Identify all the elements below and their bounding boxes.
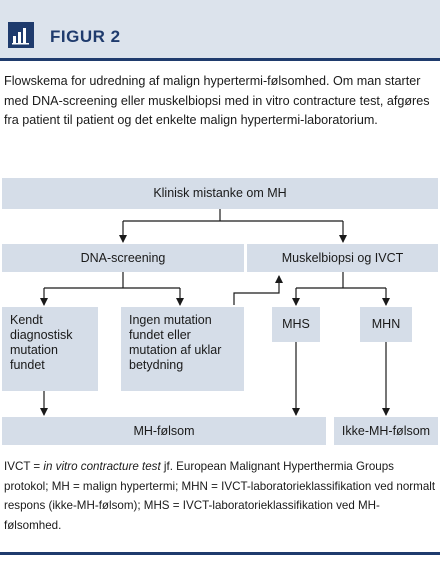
footnote-ivct-term: in vitro contracture test xyxy=(43,460,161,473)
figure-footnote: IVCT = in vitro contracture test jf. Eur… xyxy=(4,457,436,535)
figure-icon-box xyxy=(8,22,34,48)
node-no-mutation: Ingen mutation fundet eller mutation af … xyxy=(121,307,244,391)
node-mhs: MHS xyxy=(272,307,320,342)
node-not-susceptible: Ikke-MH-følsom xyxy=(334,417,438,445)
node-no-mutation-line: betydning xyxy=(129,358,184,372)
node-dna-screening-label: DNA-screening xyxy=(80,250,166,265)
arrow-unknown-to-biopsy xyxy=(233,275,283,305)
node-no-mutation-line: fundet eller xyxy=(129,328,191,342)
node-clinical-suspicion: Klinisk mistanke om MH xyxy=(2,178,438,209)
node-mhs-label: MHS xyxy=(282,317,310,331)
node-no-mutation-line: mutation af uklar xyxy=(129,343,222,357)
node-not-susceptible-label: Ikke-MH-følsom xyxy=(341,423,431,438)
node-mh-susceptible-label: MH-følsom xyxy=(133,423,195,438)
figure-caption: Flowskema for udredning af malign hypert… xyxy=(4,74,430,127)
node-known-mutation-line: Kendt xyxy=(10,313,43,327)
node-muscle-biopsy: Muskelbiopsi og IVCT xyxy=(247,244,438,272)
node-no-mutation-line: Ingen mutation xyxy=(129,313,212,327)
footnote-ivct-abbr: IVCT = xyxy=(4,460,44,473)
figure-label: FIGUR 2 xyxy=(50,27,121,46)
node-known-mutation-line: mutation xyxy=(10,343,58,357)
figure-header: FIGUR 2 xyxy=(0,0,440,58)
header-divider xyxy=(0,58,440,61)
footnote-definitions: jf. European Malignant Hyperthermia Grou… xyxy=(4,460,436,532)
node-known-mutation-line: diagnostisk xyxy=(10,328,73,342)
node-mhn-label: MHN xyxy=(371,317,401,331)
node-clinical-suspicion-label: Klinisk mistanke om MH xyxy=(153,186,287,200)
node-known-mutation-line: fundet xyxy=(10,358,45,372)
node-mhn: MHN xyxy=(360,307,412,342)
node-known-mutation: Kendt diagnostisk mutation fundet xyxy=(2,307,98,391)
bottom-rule xyxy=(0,552,440,555)
node-dna-screening: DNA-screening xyxy=(2,244,244,272)
node-mh-susceptible: MH-følsom xyxy=(2,417,326,445)
bar-chart-icon xyxy=(12,28,29,45)
node-muscle-biopsy-label: Muskelbiopsi og IVCT xyxy=(281,250,404,265)
